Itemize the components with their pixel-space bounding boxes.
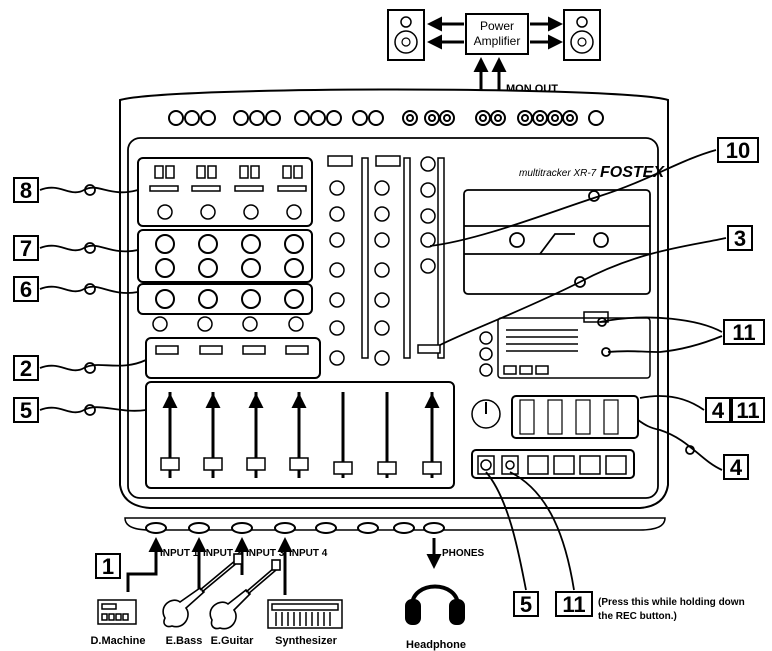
callout-10: 10	[726, 138, 750, 163]
note-line-2: the REC button.)	[598, 611, 677, 622]
synthesizer-icon	[267, 599, 343, 629]
input-4-label: INPUT 4	[289, 548, 328, 559]
model-label: multitracker XR-7	[519, 168, 597, 179]
instrument-label-ebass: E.Bass	[166, 635, 203, 647]
callout-11-track: 11	[736, 398, 759, 423]
amplifier-label-line2: Amplifier	[474, 34, 521, 48]
callout-2: 2	[20, 356, 32, 381]
right-speaker-icon	[563, 9, 601, 61]
rear-jacks	[168, 110, 604, 126]
track-selector-box	[471, 395, 639, 439]
callout-3: 3	[734, 226, 746, 251]
instrument-label-eguitar: E.Guitar	[211, 635, 255, 647]
callout-4-right: 4	[730, 455, 743, 480]
power-amplifier-box: Power Amplifier	[465, 13, 529, 55]
left-speaker-icon	[387, 9, 425, 61]
headphone-label: Headphone	[406, 639, 466, 651]
callout-8: 8	[20, 178, 32, 203]
headphone-icon	[405, 584, 465, 625]
callout-4-track: 4	[712, 398, 725, 423]
callout-7: 7	[20, 236, 32, 261]
instrument-label-dmachine: D.Machine	[90, 635, 145, 647]
display-panel	[479, 311, 651, 379]
input-arrows	[126, 537, 442, 595]
transport-buttons	[477, 455, 627, 475]
channel-strips	[137, 155, 455, 489]
callout-1: 1	[102, 554, 114, 579]
note-line-1: (Press this while holding down	[598, 597, 745, 608]
drum-machine-icon	[97, 599, 137, 625]
input-2-label: INPUT 2	[203, 548, 242, 559]
fostex-logo: FOSTEX	[600, 164, 665, 181]
amplifier-label-line1: Power	[480, 19, 514, 33]
callouts: 8 7 6 2 5 10 3 11 4 11 4 1 5 11	[13, 137, 765, 617]
callout-11-display: 11	[732, 320, 755, 345]
electric-guitar-icon	[209, 559, 281, 630]
callout-5-top: 5	[20, 398, 32, 423]
callout-6: 6	[20, 277, 32, 302]
bass-guitar-icon	[162, 553, 243, 628]
phones-label: PHONES	[442, 548, 485, 559]
callout-11-bottom: 11	[562, 592, 585, 617]
front-jacks	[145, 522, 445, 534]
input-1-label: INPUT 1	[160, 548, 199, 559]
callout-5-bottom: 5	[520, 592, 532, 617]
input-3-label: INPUT 3	[246, 548, 285, 559]
instrument-label-synth: Synthesizer	[275, 635, 337, 647]
